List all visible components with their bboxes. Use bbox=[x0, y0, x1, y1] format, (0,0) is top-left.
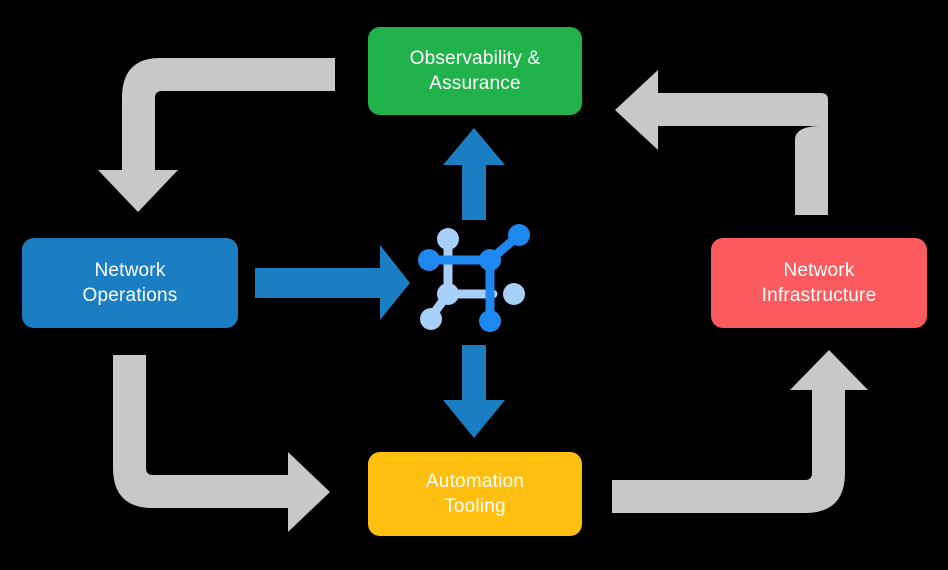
node-automation-tooling[interactable]: Automation Tooling bbox=[368, 452, 582, 536]
node-label: Automation Tooling bbox=[425, 470, 525, 517]
arrow-elbow-down-gray bbox=[98, 58, 335, 212]
arrow-elbow-up-gray bbox=[612, 350, 868, 513]
network-topology-icon bbox=[418, 224, 530, 332]
arrow-right-blue bbox=[255, 245, 410, 320]
node-network-operations[interactable]: Network Operations bbox=[22, 238, 238, 328]
node-label: Network Infrastructure bbox=[761, 259, 877, 306]
arrow-down-blue bbox=[443, 345, 505, 438]
arrow-elbow-left-gray bbox=[615, 70, 828, 215]
arrow-up-blue bbox=[443, 128, 505, 220]
node-network-infrastructure[interactable]: Network Infrastructure bbox=[711, 238, 927, 328]
node-observability-assurance[interactable]: Observability & Assurance bbox=[368, 27, 582, 115]
arrow-elbow-right-gray bbox=[113, 355, 330, 532]
node-label: Observability & Assurance bbox=[409, 47, 541, 94]
node-label: Network Operations bbox=[82, 259, 178, 306]
